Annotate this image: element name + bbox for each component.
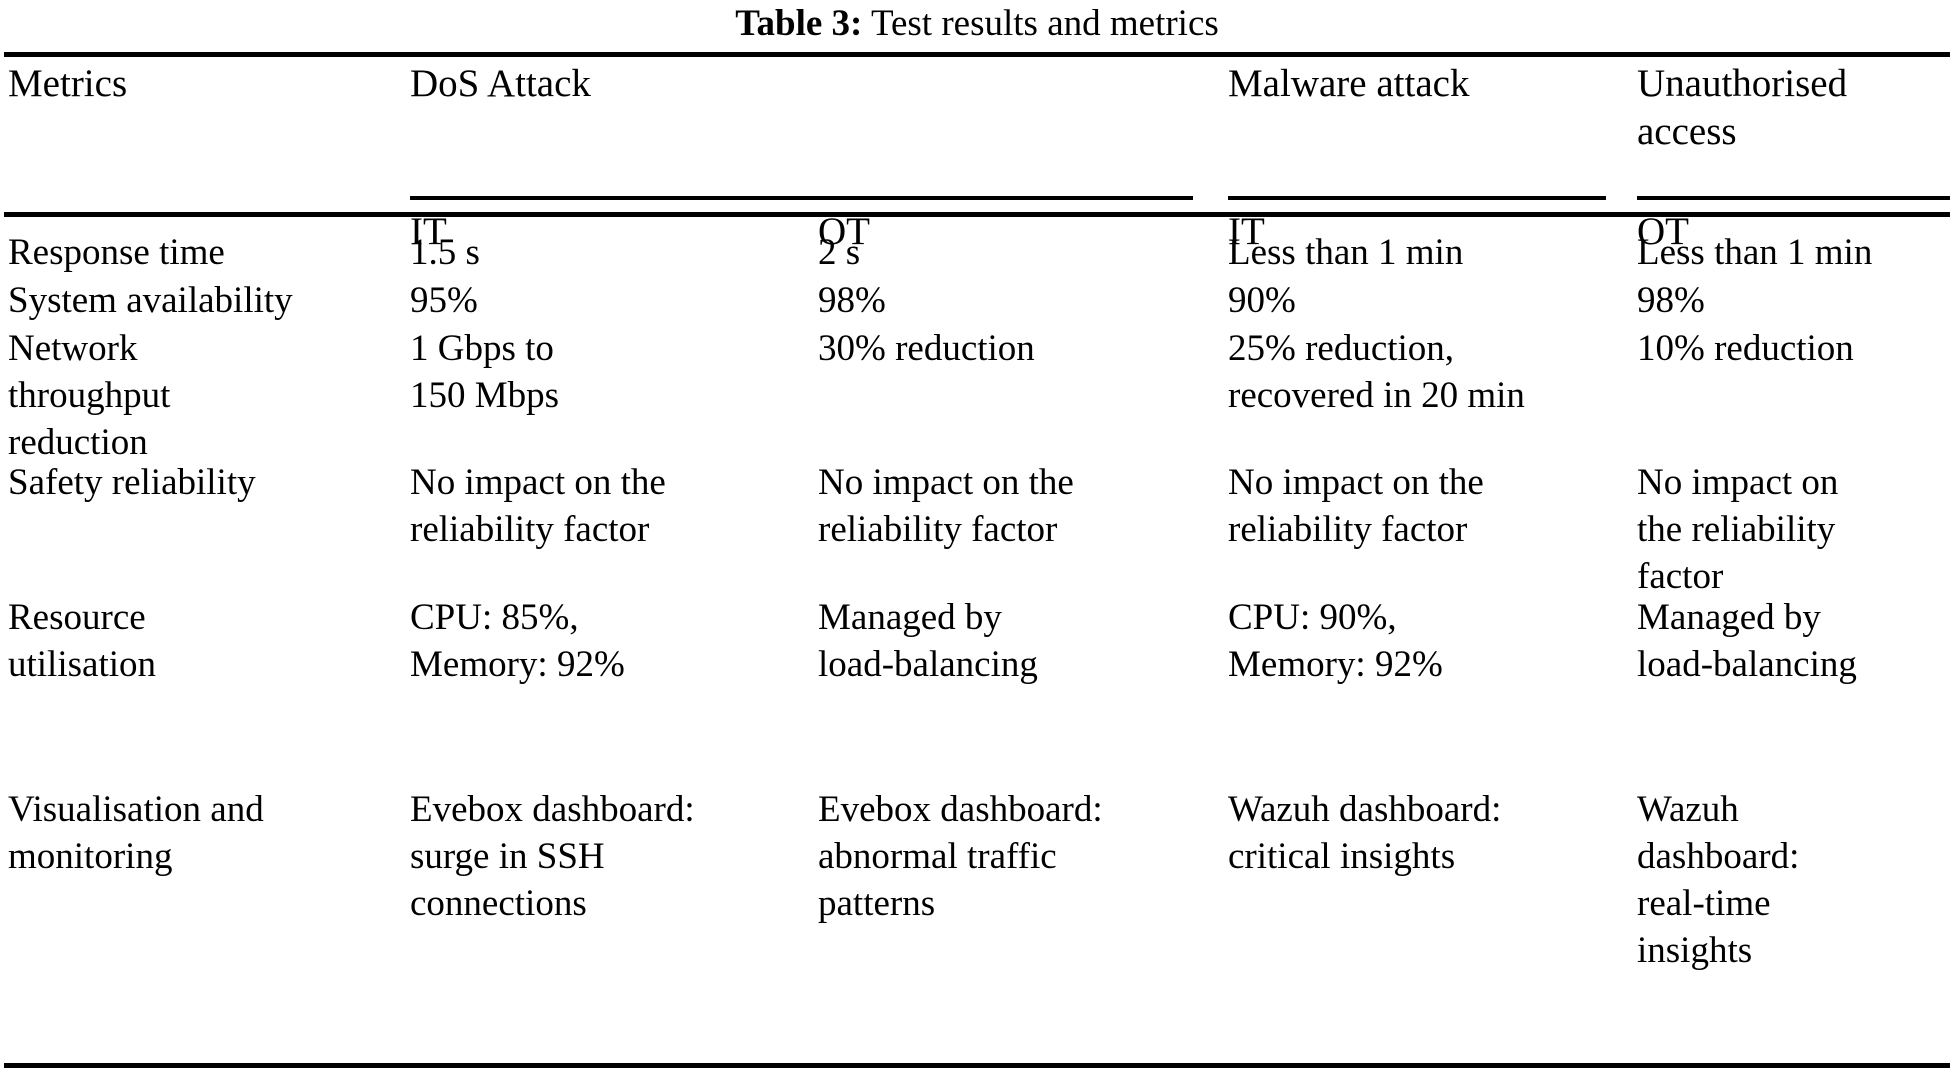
- row-metric-label: Safety reliability: [8, 462, 256, 503]
- sub-header-dos-ot: OT: [818, 210, 870, 253]
- cell-dos-ot: 30% reduction: [818, 328, 1035, 369]
- table-row: Visualisation and monitoring Evebox dash…: [0, 786, 1954, 974]
- sub-header-unauthorised-ot: OT: [1637, 210, 1689, 253]
- table-caption-text: Test results and metrics: [870, 3, 1219, 44]
- cell-unauthorised-ot: Less than 1 min: [1637, 232, 1873, 273]
- table-sub-header-row: IT OT IT OT: [0, 208, 1954, 256]
- column-header-metrics: Metrics: [8, 62, 128, 105]
- cell-dos-it: 1 Gbps to 150 Mbps: [410, 328, 560, 416]
- table-row: System availability 95% 98% 90% 98%: [0, 277, 1954, 324]
- sub-header-dos-it: IT: [410, 210, 447, 253]
- cell-unauthorised-ot: Managed by load-balancing: [1637, 597, 1857, 685]
- table-top-rule: [4, 52, 1950, 57]
- header-body-rule: [4, 212, 1950, 217]
- cell-dos-ot: Evebox dashboard: abnormal traffic patte…: [818, 789, 1103, 924]
- table-row: Response time 1.5 s 2 s Less than 1 min …: [0, 229, 1954, 276]
- cell-dos-ot: No impact on the reliability factor: [818, 462, 1074, 550]
- group-header-malware-attack: Malware attack: [1228, 62, 1470, 105]
- table-row: Network throughput reduction 1 Gbps to 1…: [0, 325, 1954, 466]
- cell-malware-it: No impact on the reliability factor: [1228, 462, 1484, 550]
- group-rule-malware: [1228, 196, 1606, 200]
- cell-dos-ot: Managed by load-balancing: [818, 597, 1038, 685]
- table-caption-label: Table 3:: [735, 3, 863, 44]
- table-group-header-row: Metrics DoS Attack Malware attack Unauth…: [0, 60, 1954, 156]
- cell-unauthorised-ot: Wazuh dashboard: real-time insights: [1637, 789, 1800, 971]
- row-metric-label: System availability: [8, 280, 293, 321]
- row-metric-label: Network throughput reduction: [8, 328, 171, 463]
- table-row: Safety reliability No impact on the reli…: [0, 459, 1954, 600]
- cell-malware-it: Wazuh dashboard: critical insights: [1228, 789, 1502, 877]
- row-metric-label: Response time: [8, 232, 225, 273]
- row-metric-label: Resource utilisation: [8, 597, 156, 685]
- cell-dos-ot: 2 s: [818, 232, 861, 273]
- group-header-unauthorised-access: Unauthorised access: [1637, 62, 1848, 153]
- cell-dos-it: No impact on the reliability factor: [410, 462, 666, 550]
- table-row: Resource utilisation CPU: 85%, Memory: 9…: [0, 594, 1954, 688]
- table-bottom-rule: [4, 1063, 1950, 1068]
- cell-unauthorised-ot: 98%: [1637, 280, 1705, 321]
- group-header-dos-attack: DoS Attack: [410, 62, 591, 105]
- cell-dos-it: CPU: 85%, Memory: 92%: [410, 597, 625, 685]
- cell-malware-it: 90%: [1228, 280, 1296, 321]
- sub-header-malware-it: IT: [1228, 210, 1265, 253]
- group-rule-unauthorised: [1637, 196, 1950, 200]
- group-header-dos-attack-spacer: [818, 60, 1228, 156]
- cell-malware-it: Less than 1 min: [1228, 232, 1464, 273]
- row-metric-label: Visualisation and monitoring: [8, 789, 264, 877]
- cell-dos-it: 95%: [410, 280, 478, 321]
- cell-unauthorised-ot: 10% reduction: [1637, 328, 1854, 369]
- table-caption: Table 3: Test results and metrics: [0, 2, 1954, 46]
- cell-dos-it: 1.5 s: [410, 232, 480, 273]
- cell-unauthorised-ot: No impact on the reliability factor: [1637, 462, 1839, 597]
- cell-dos-ot: 98%: [818, 280, 886, 321]
- group-rule-dos: [410, 196, 1193, 200]
- cell-dos-it: Evebox dashboard: surge in SSH connectio…: [410, 789, 695, 924]
- cell-malware-it: CPU: 90%, Memory: 92%: [1228, 597, 1443, 685]
- cell-malware-it: 25% reduction, recovered in 20 min: [1228, 328, 1525, 416]
